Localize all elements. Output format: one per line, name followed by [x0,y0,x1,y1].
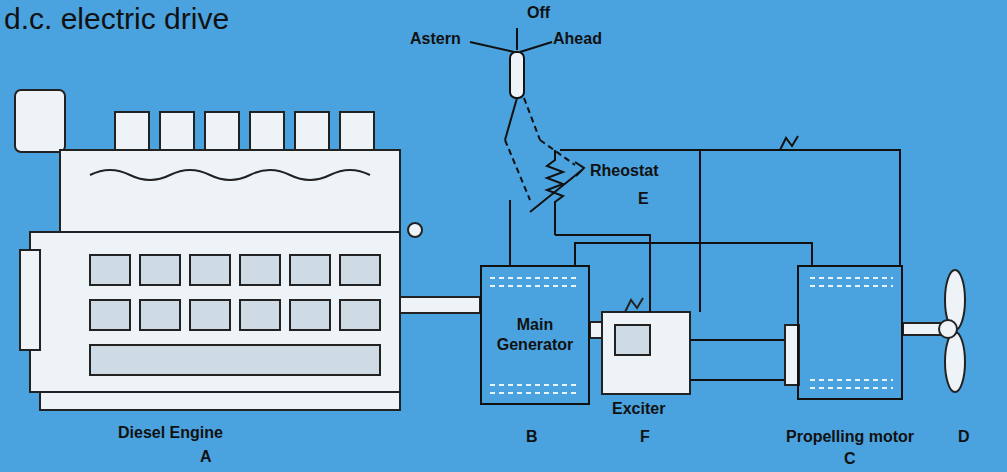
part-letter: D [958,428,970,446]
part-letter: A [200,448,212,466]
part-name: Diesel Engine [118,424,223,442]
part-letter: C [844,450,856,468]
wire-connector [575,243,812,265]
generator-box: Main Generator [480,265,590,405]
switch-position: Astern [410,30,461,48]
part-letter: E [638,190,649,208]
switch-position: Off [527,4,550,22]
node-label: Main Generator [482,315,588,355]
switch-position: Ahead [553,30,602,48]
motor-box: Propelling motor [797,265,903,400]
part-name: Exciter [612,400,665,418]
part-letter: B [526,428,538,446]
part-letter: F [640,428,650,446]
part-name: Rheostat [590,162,658,180]
node-label: Propelling motor [786,428,914,446]
diagram-title: d.c. electric drive [4,2,229,36]
